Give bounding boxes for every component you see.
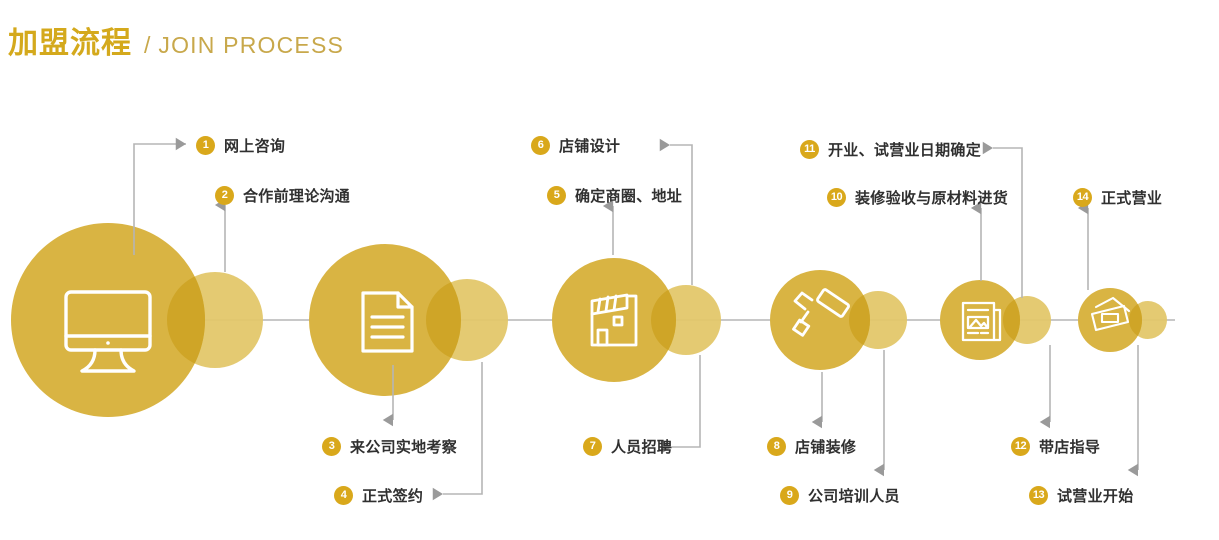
page-title: 加盟流程 <box>8 27 132 60</box>
step-text: 装修验收与原材料进货 <box>855 189 1009 207</box>
step-label-4[interactable]: 4 正式签约 <box>334 484 423 506</box>
step-text: 公司培训人员 <box>808 487 900 505</box>
arrow-to-step-4 <box>432 362 483 501</box>
step-badge: 4 <box>334 485 353 505</box>
arrow-to-step-11 <box>982 141 1023 298</box>
node-1-overlap-shade <box>167 272 205 368</box>
node-4-overlap-shade <box>849 291 870 349</box>
paint-roller-icon <box>792 288 850 337</box>
shop-sign-icon <box>1090 296 1131 332</box>
step-badge: 9 <box>780 485 799 505</box>
step-text: 店铺装修 <box>795 438 857 456</box>
step-badge: 12 <box>1011 436 1030 456</box>
node-1-group[interactable] <box>11 223 263 417</box>
step-badge: 11 <box>800 139 819 159</box>
step-text: 试营业开始 <box>1057 487 1134 505</box>
step-badge: 6 <box>531 135 550 155</box>
node-5-group[interactable] <box>940 280 1051 360</box>
step-text: 人员招聘 <box>611 438 673 456</box>
step-badge: 14 <box>1073 187 1092 207</box>
step-text: 开业、试营业日期确定 <box>828 141 982 159</box>
node-5-overlap-shade <box>1003 296 1020 344</box>
monitor-icon <box>64 290 152 373</box>
flow-arrows <box>133 137 1139 501</box>
node-3-group[interactable] <box>552 258 721 382</box>
document-icon <box>361 291 414 353</box>
node-6-circle <box>1078 288 1142 352</box>
arrow-to-step-7 <box>661 355 701 454</box>
step-label-1[interactable]: 1 网上咨询 <box>196 134 285 156</box>
node-1-circle <box>11 223 205 417</box>
arrow-to-step-1 <box>133 137 187 255</box>
step-badge: 13 <box>1029 485 1048 505</box>
step-label-9[interactable]: 9 公司培训人员 <box>780 484 900 506</box>
step-text: 合作前理论沟通 <box>243 187 351 205</box>
step-text: 正式签约 <box>362 487 424 505</box>
page-subtitle: JOIN PROCESS <box>158 32 345 58</box>
step-label-10[interactable]: 10 装修验收与原材料进货 <box>827 186 1008 208</box>
step-text: 正式营业 <box>1101 189 1163 207</box>
step-badge: 1 <box>196 135 215 155</box>
step-badge: 2 <box>215 185 234 205</box>
step-text: 带店指导 <box>1039 438 1101 456</box>
step-label-6[interactable]: 6 店铺设计 <box>531 134 620 156</box>
step-label-2[interactable]: 2 合作前理论沟通 <box>215 184 350 206</box>
storefront-icon <box>590 293 638 347</box>
step-badge: 3 <box>322 436 341 456</box>
title-separator: / <box>144 32 151 58</box>
node-2-overlap-shade <box>426 279 461 361</box>
step-label-8[interactable]: 8 店铺装修 <box>767 435 856 457</box>
node-circles <box>11 223 1167 417</box>
step-text: 确定商圈、地址 <box>575 187 683 205</box>
step-label-3[interactable]: 3 来公司实地考察 <box>322 435 457 457</box>
step-badge: 8 <box>767 436 786 456</box>
page-header: 加盟流程 / JOIN PROCESS <box>8 18 344 62</box>
arrow-to-step-6 <box>659 138 693 285</box>
step-badge: 10 <box>827 187 846 207</box>
step-text: 网上咨询 <box>224 137 286 155</box>
step-label-13[interactable]: 13 试营业开始 <box>1029 484 1134 506</box>
step-label-5[interactable]: 5 确定商圈、地址 <box>547 184 682 206</box>
step-label-11[interactable]: 11 开业、试营业日期确定 <box>800 138 981 160</box>
step-badge: 5 <box>547 185 566 205</box>
node-4-circle <box>770 270 870 370</box>
step-label-14[interactable]: 14 正式营业 <box>1073 186 1162 208</box>
step-label-12[interactable]: 12 带店指导 <box>1011 435 1100 457</box>
node-6-group[interactable] <box>1078 288 1167 352</box>
newspaper-icon <box>961 301 1002 342</box>
step-text: 来公司实地考察 <box>350 438 458 456</box>
node-2-circle <box>309 244 461 396</box>
node-4-group[interactable] <box>770 270 907 370</box>
node-2-group[interactable] <box>309 244 508 396</box>
step-text: 店铺设计 <box>559 137 621 155</box>
step-label-7[interactable]: 7 人员招聘 <box>583 435 672 457</box>
node-3-overlap-shade <box>651 285 676 355</box>
step-badge: 7 <box>583 436 602 456</box>
node-6-overlap-shade <box>1129 301 1142 339</box>
